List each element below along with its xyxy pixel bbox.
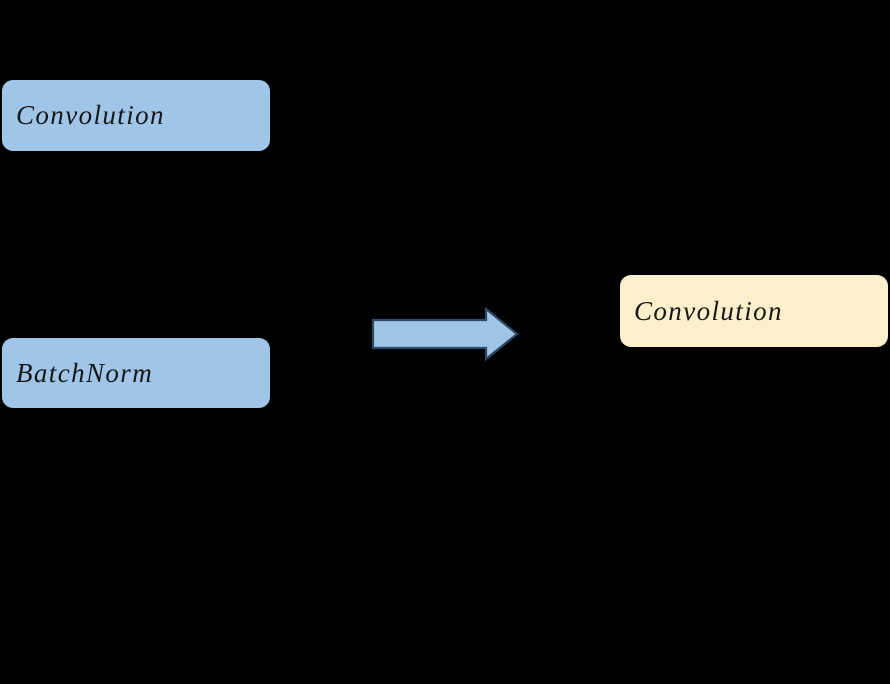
block-arrow-right-icon xyxy=(371,306,519,362)
node-convolution-fused[interactable]: Convolution xyxy=(620,275,888,347)
node-label: Convolution xyxy=(634,295,783,326)
block-arrow-right-svg xyxy=(371,306,519,362)
node-label: Convolution xyxy=(16,100,165,130)
arrowhead-shape xyxy=(751,267,757,277)
node-convolution-source[interactable]: Convolution xyxy=(2,80,270,151)
block-arrow-shape xyxy=(371,306,519,362)
node-batchnorm-source[interactable]: BatchNorm xyxy=(2,338,270,408)
node-label: BatchNorm xyxy=(16,357,154,388)
arrowhead-down-svg xyxy=(751,267,757,277)
arrowhead-down-icon xyxy=(748,266,760,278)
